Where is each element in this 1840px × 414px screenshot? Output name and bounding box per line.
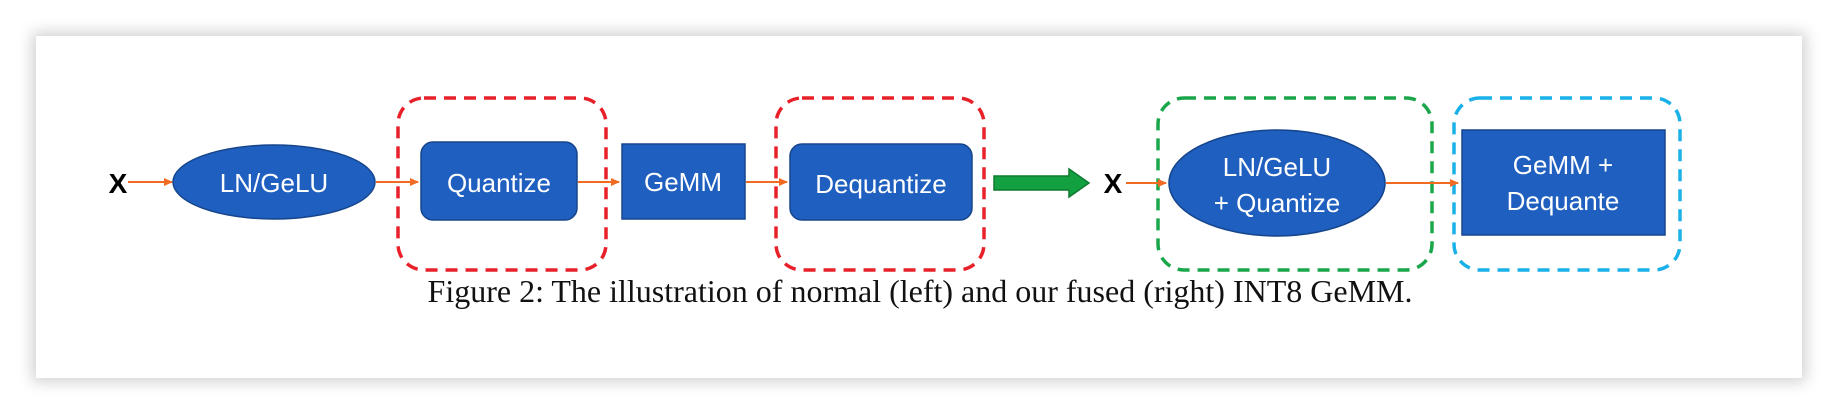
fused-gemm-dequant-node xyxy=(1461,129,1666,236)
dequantize-node xyxy=(789,143,973,221)
transition-arrow-icon xyxy=(993,167,1091,199)
gemm-node xyxy=(621,143,746,220)
figure-caption: Figure 2: The illustration of normal (le… xyxy=(427,273,1413,309)
input-x-label-left: X xyxy=(109,168,128,199)
gemm-node-label: GeMM xyxy=(644,167,722,197)
dequantize-node-label: Dequantize xyxy=(815,169,947,199)
fused-gemm-dequant-label-line1: GeMM + xyxy=(1513,150,1613,180)
quantize-node xyxy=(420,141,578,221)
input-x-label-right: X xyxy=(1104,168,1123,199)
fused-ln-gelu-quantize-label-line2: + Quantize xyxy=(1214,188,1340,218)
ln-gelu-node-label: LN/GeLU xyxy=(220,168,328,198)
quantize-node-label: Quantize xyxy=(447,168,551,198)
fused-ln-gelu-quantize-label-line1: LN/GeLU xyxy=(1223,152,1331,182)
ln-gelu-node xyxy=(172,144,376,220)
fused-ln-gelu-quantize-node xyxy=(1168,129,1386,237)
fused-gemm-dequant-label-line2: Dequante xyxy=(1507,186,1620,216)
